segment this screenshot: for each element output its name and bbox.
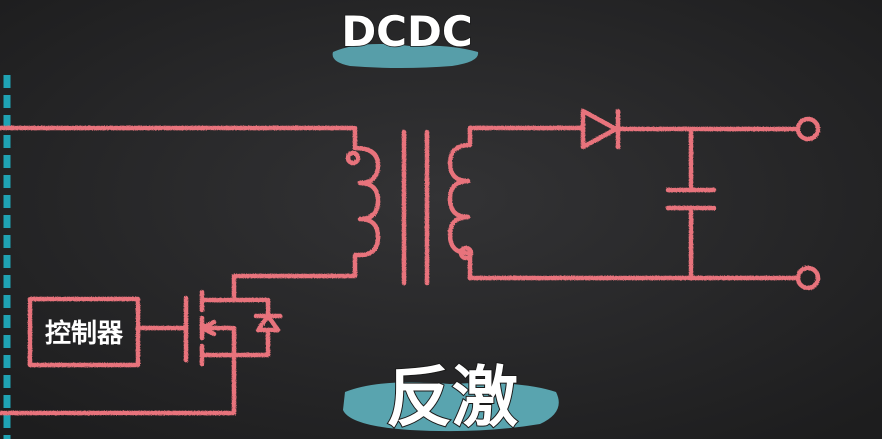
output-terminal-bottom [795,265,821,291]
body-diode-top [231,297,271,321]
controller-box [27,296,141,368]
body-diode-bottom [231,327,271,358]
page-title: DCDC [341,7,472,56]
secondary-winding [447,125,473,281]
output-terminal-top [795,116,821,142]
controller-label: 控制器 [45,319,124,349]
topology-label: 反激 [386,359,518,436]
primary-dot [345,150,361,166]
topology-highlight [343,382,559,432]
return-wire [0,369,237,416]
secondary-dot [458,245,474,261]
title-highlight [332,44,479,68]
primary-winding [231,145,381,303]
mosfet-arrow [199,319,217,337]
diode-triangle [580,108,619,150]
mosfet-body [199,325,237,358]
input-top-wire [0,125,358,151]
